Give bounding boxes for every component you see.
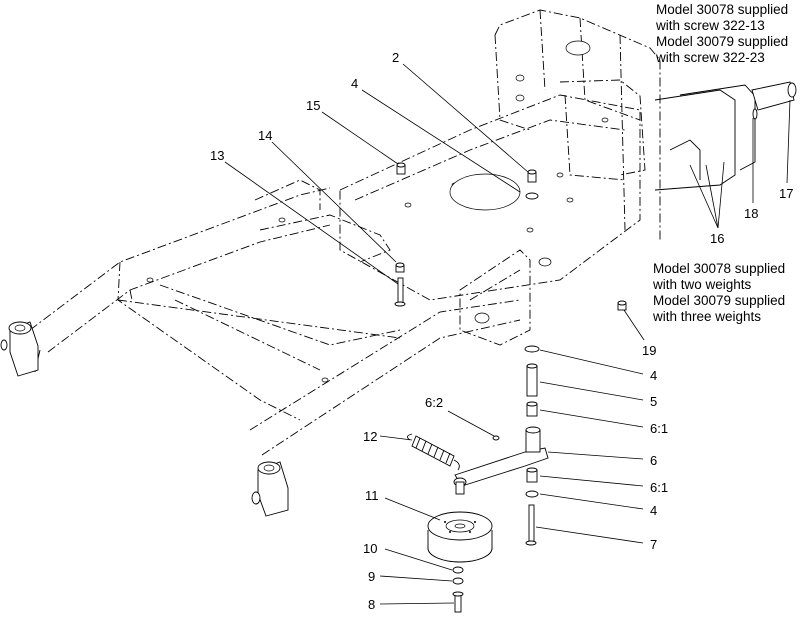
callout-6: 6 bbox=[650, 453, 657, 468]
bushing-6-1-top bbox=[526, 401, 538, 417]
callout-10: 10 bbox=[363, 541, 377, 556]
weight-note-line-2: with two weights bbox=[652, 277, 752, 292]
washer-4-top bbox=[525, 192, 539, 200]
callout-13: 13 bbox=[210, 148, 224, 163]
screw-note-line-3: Model 30079 supplied bbox=[656, 34, 788, 49]
nut-14 bbox=[395, 262, 405, 273]
weight-note-line-3: Model 30079 supplied bbox=[653, 293, 785, 308]
nut-19 bbox=[617, 300, 627, 311]
idler-arm-6 bbox=[453, 426, 549, 495]
callout-5: 5 bbox=[650, 394, 657, 409]
screw-note-line-2: with screw 322-13 bbox=[655, 18, 765, 33]
bushing-6-1-bottom bbox=[526, 467, 538, 483]
screw-17 bbox=[751, 81, 797, 111]
washer-10 bbox=[452, 566, 464, 574]
mower-frame bbox=[29, 9, 756, 456]
pulley-11 bbox=[427, 511, 493, 563]
washer-18 bbox=[752, 108, 758, 120]
callout-8: 8 bbox=[368, 597, 375, 612]
leader-lines bbox=[224, 63, 791, 605]
callout-11: 11 bbox=[365, 488, 379, 503]
callout-2: 2 bbox=[392, 50, 399, 65]
washer-4-bottom bbox=[525, 490, 539, 498]
callout-6-1: 6:1 bbox=[650, 421, 668, 436]
callout-4: 4 bbox=[650, 503, 657, 518]
nut-15 bbox=[396, 162, 406, 175]
callout-19: 19 bbox=[642, 343, 656, 358]
bolt-2 bbox=[527, 169, 537, 183]
spring-12 bbox=[407, 433, 460, 471]
washer-9 bbox=[452, 577, 464, 585]
spacer-5 bbox=[526, 363, 538, 397]
callout-6-1: 6:1 bbox=[650, 480, 668, 495]
bolt-8 bbox=[452, 591, 464, 613]
callout-6-2: 6:2 bbox=[425, 395, 443, 410]
weight-note-line-4: with three weights bbox=[652, 309, 761, 324]
callout-15: 15 bbox=[306, 98, 320, 113]
bolt-13 bbox=[394, 277, 406, 307]
bolt-7 bbox=[525, 504, 537, 546]
callout-4: 4 bbox=[351, 76, 358, 91]
callout-16: 16 bbox=[710, 231, 724, 246]
callout-labels: 2 4 15 14 13 16 17 18 19 4 5 6:1 6:2 12 … bbox=[210, 50, 793, 612]
weight-note: Model 30078 supplied with two weights Mo… bbox=[652, 261, 785, 324]
weight-note-line-1: Model 30078 supplied bbox=[653, 261, 785, 276]
screw-note-line-1: Model 30078 supplied bbox=[656, 2, 788, 17]
callout-14: 14 bbox=[258, 128, 272, 143]
left-spindle-tube bbox=[0, 321, 39, 377]
callout-18: 18 bbox=[744, 206, 758, 221]
callout-7: 7 bbox=[650, 537, 657, 552]
screw-note: Model 30078 supplied with screw 322-13 M… bbox=[655, 2, 788, 65]
callout-4: 4 bbox=[650, 368, 657, 383]
callout-9: 9 bbox=[368, 569, 375, 584]
grease-fitting-6-2 bbox=[492, 435, 500, 441]
washer-4-middle bbox=[524, 345, 540, 353]
callout-12: 12 bbox=[363, 429, 377, 444]
callout-17: 17 bbox=[779, 186, 793, 201]
right-spindle-tube bbox=[251, 461, 289, 517]
screw-note-line-4: with screw 322-23 bbox=[655, 50, 765, 65]
